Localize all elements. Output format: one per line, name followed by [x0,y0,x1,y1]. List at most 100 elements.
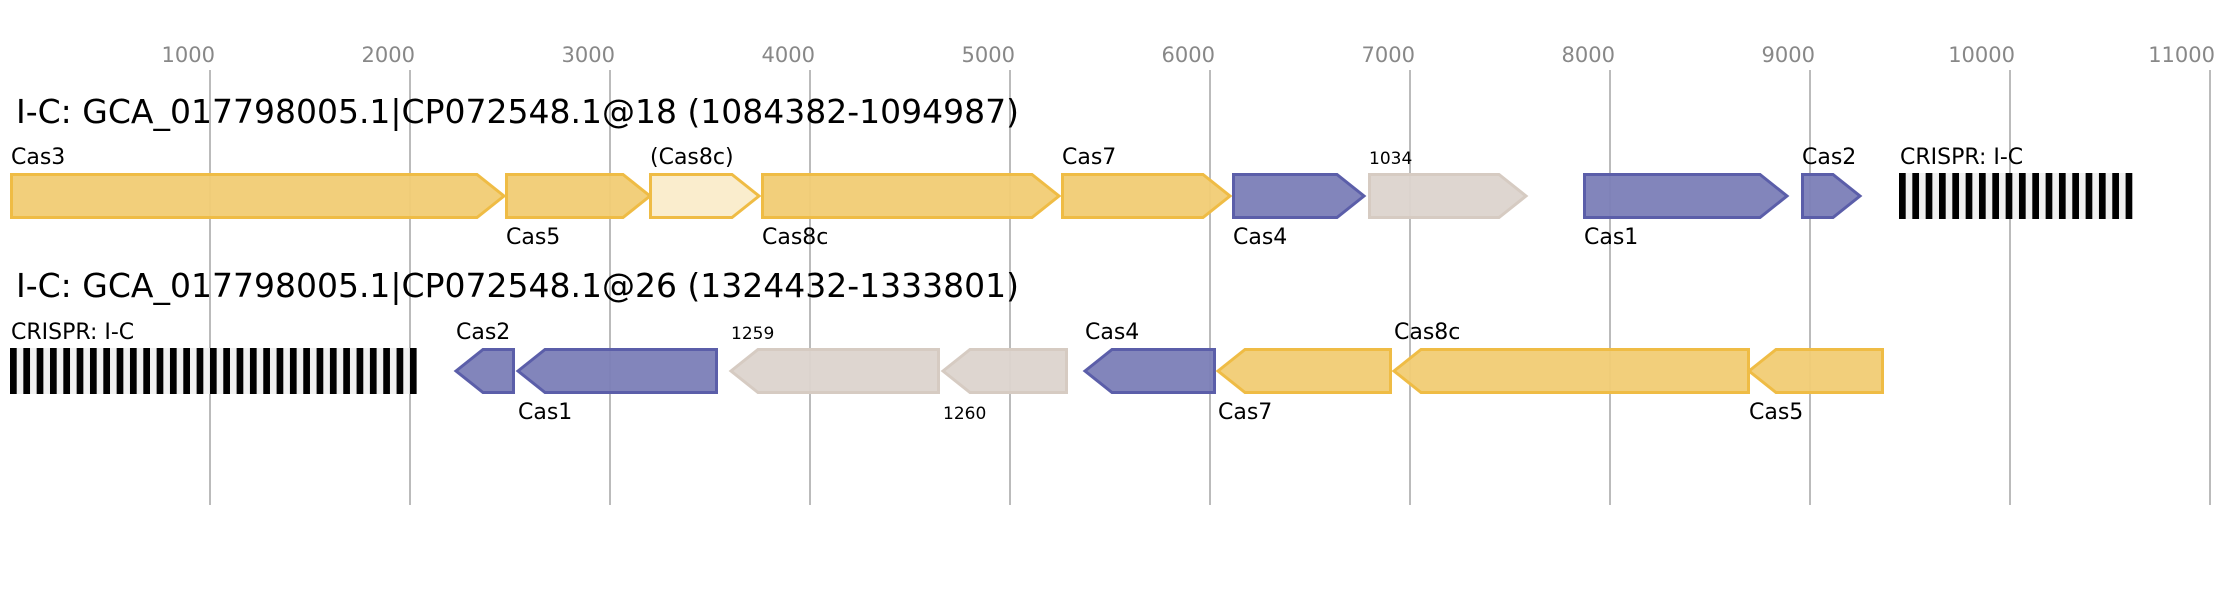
crispr-repeat [2005,173,2013,219]
gene-label: Cas3 [11,145,65,170]
crispr-repeat [303,348,310,394]
gene-cas4[interactable]: Cas4 [1232,173,1367,251]
gene-cas8c[interactable]: (Cas8c) [649,145,762,219]
gene-arrow [1082,348,1216,394]
crispr-repeat [356,348,364,394]
crispr-array[interactable]: CRISPR: I-C [1899,145,2133,219]
axis-tick-label: 1000 [162,43,215,67]
gene-arrow [505,173,653,219]
crispr-repeat [2112,173,2119,219]
axis-gridlines [209,70,2211,505]
gene-cas5[interactable]: Cas5 [505,173,653,251]
crispr-repeat [2045,173,2053,219]
axis-tick-label: 6000 [1162,43,1215,67]
crispr-repeat [396,348,404,394]
locus-1: I-C: GCA_017798005.1|CP072548.1@18 (1084… [10,92,2133,251]
gene-arrow [1801,173,1863,219]
crispr-repeat [1925,173,1933,219]
gene-arrow [1061,173,1233,219]
gene-label: Cas2 [1802,145,1856,170]
gene-label: Cas7 [1062,145,1116,170]
gene-arrow [761,173,1062,219]
gene-arrow [10,173,507,219]
crispr-repeat [1912,173,1920,219]
gene-cas8c[interactable]: Cas8c [1391,320,1750,394]
gene-arrow [728,348,940,394]
crispr-repeat [10,348,17,394]
crispr-repeat [263,348,270,394]
crispr-repeat [236,348,244,394]
crispr-repeat [409,348,417,394]
gene-1034[interactable]: 1034 [1368,149,1529,219]
gene-cas1[interactable]: Cas1 [515,348,718,426]
crispr-repeat [223,348,230,394]
gene-arrow [940,348,1068,394]
crispr-repeat [89,348,97,394]
gene-cas2[interactable]: Cas2 [453,320,515,394]
crispr-repeat [129,348,137,394]
gene-label: Cas8c [1394,320,1460,345]
crispr-repeat [196,348,204,394]
crispr-repeat [343,348,350,394]
crispr-repeat [383,348,390,394]
gene-cas3[interactable]: Cas3 [10,145,507,219]
locus-2: I-C: GCA_017798005.1|CP072548.1@26 (1324… [10,266,1884,426]
crispr-repeat [169,348,177,394]
gene-arrow [1215,348,1392,394]
gene-label: CRISPR: I-C [1900,145,2023,170]
crispr-repeat [183,348,190,394]
gene-label: Cas1 [518,400,572,425]
gene-1260[interactable]: 1260 [940,348,1068,425]
gene-1259[interactable]: 1259 [728,324,940,394]
crispr-repeat [2058,173,2066,219]
gene-cas7[interactable]: Cas7 [1215,348,1392,426]
gene-arrow [1232,173,1367,219]
crispr-repeat [36,348,44,394]
crispr-repeat [316,348,324,394]
gene-cas1[interactable]: Cas1 [1583,173,1790,251]
crispr-repeat [2125,173,2133,219]
gene-cas2[interactable]: Cas2 [1801,145,1863,219]
crispr-repeat [369,348,377,394]
gene-arrow [1746,348,1884,394]
gene-label: Cas4 [1085,320,1139,345]
crispr-repeat [1965,173,1973,219]
crispr-repeat [249,348,257,394]
crispr-repeat [209,348,217,394]
gene-label: (Cas8c) [650,145,734,170]
crispr-array[interactable]: CRISPR: I-C [10,320,417,394]
gene-cas4[interactable]: Cas4 [1082,320,1216,394]
crispr-repeat [1978,173,1986,219]
crispr-repeat [276,348,284,394]
gene-arrow [1391,348,1750,394]
crispr-repeat [156,348,164,394]
axis-tick-label: 2000 [362,43,415,67]
gene-arrow [649,173,762,219]
crispr-repeat [289,348,297,394]
crispr-repeat [23,348,31,394]
crispr-repeat [329,348,337,394]
gene-cas7[interactable]: Cas7 [1061,145,1233,219]
crispr-repeat [63,348,71,394]
gene-label: Cas7 [1218,400,1272,425]
crispr-repeat [49,348,57,394]
crispr-background [1899,173,2131,219]
gene-cas5[interactable]: Cas5 [1746,348,1884,426]
loci: I-C: GCA_017798005.1|CP072548.1@18 (1084… [10,92,2133,426]
gene-label: Cas5 [506,225,560,250]
crispr-repeat [103,348,111,394]
crispr-repeat [1899,173,1906,219]
gene-label: Cas4 [1233,225,1287,250]
axis-tick-label: 9000 [1762,43,1815,67]
gene-label: 1034 [1369,149,1412,169]
axis-tick-label: 4000 [762,43,815,67]
crispr-repeat [116,348,124,394]
gene-cas8c[interactable]: Cas8c [761,173,1062,251]
crispr-repeat [1992,173,2000,219]
gene-arrow [515,348,718,394]
crispr-repeat [76,348,84,394]
axis-tick-label: 10000 [1948,43,2015,67]
axis-tick-label: 7000 [1362,43,1415,67]
axis-tick-label: 11000 [2148,43,2215,67]
